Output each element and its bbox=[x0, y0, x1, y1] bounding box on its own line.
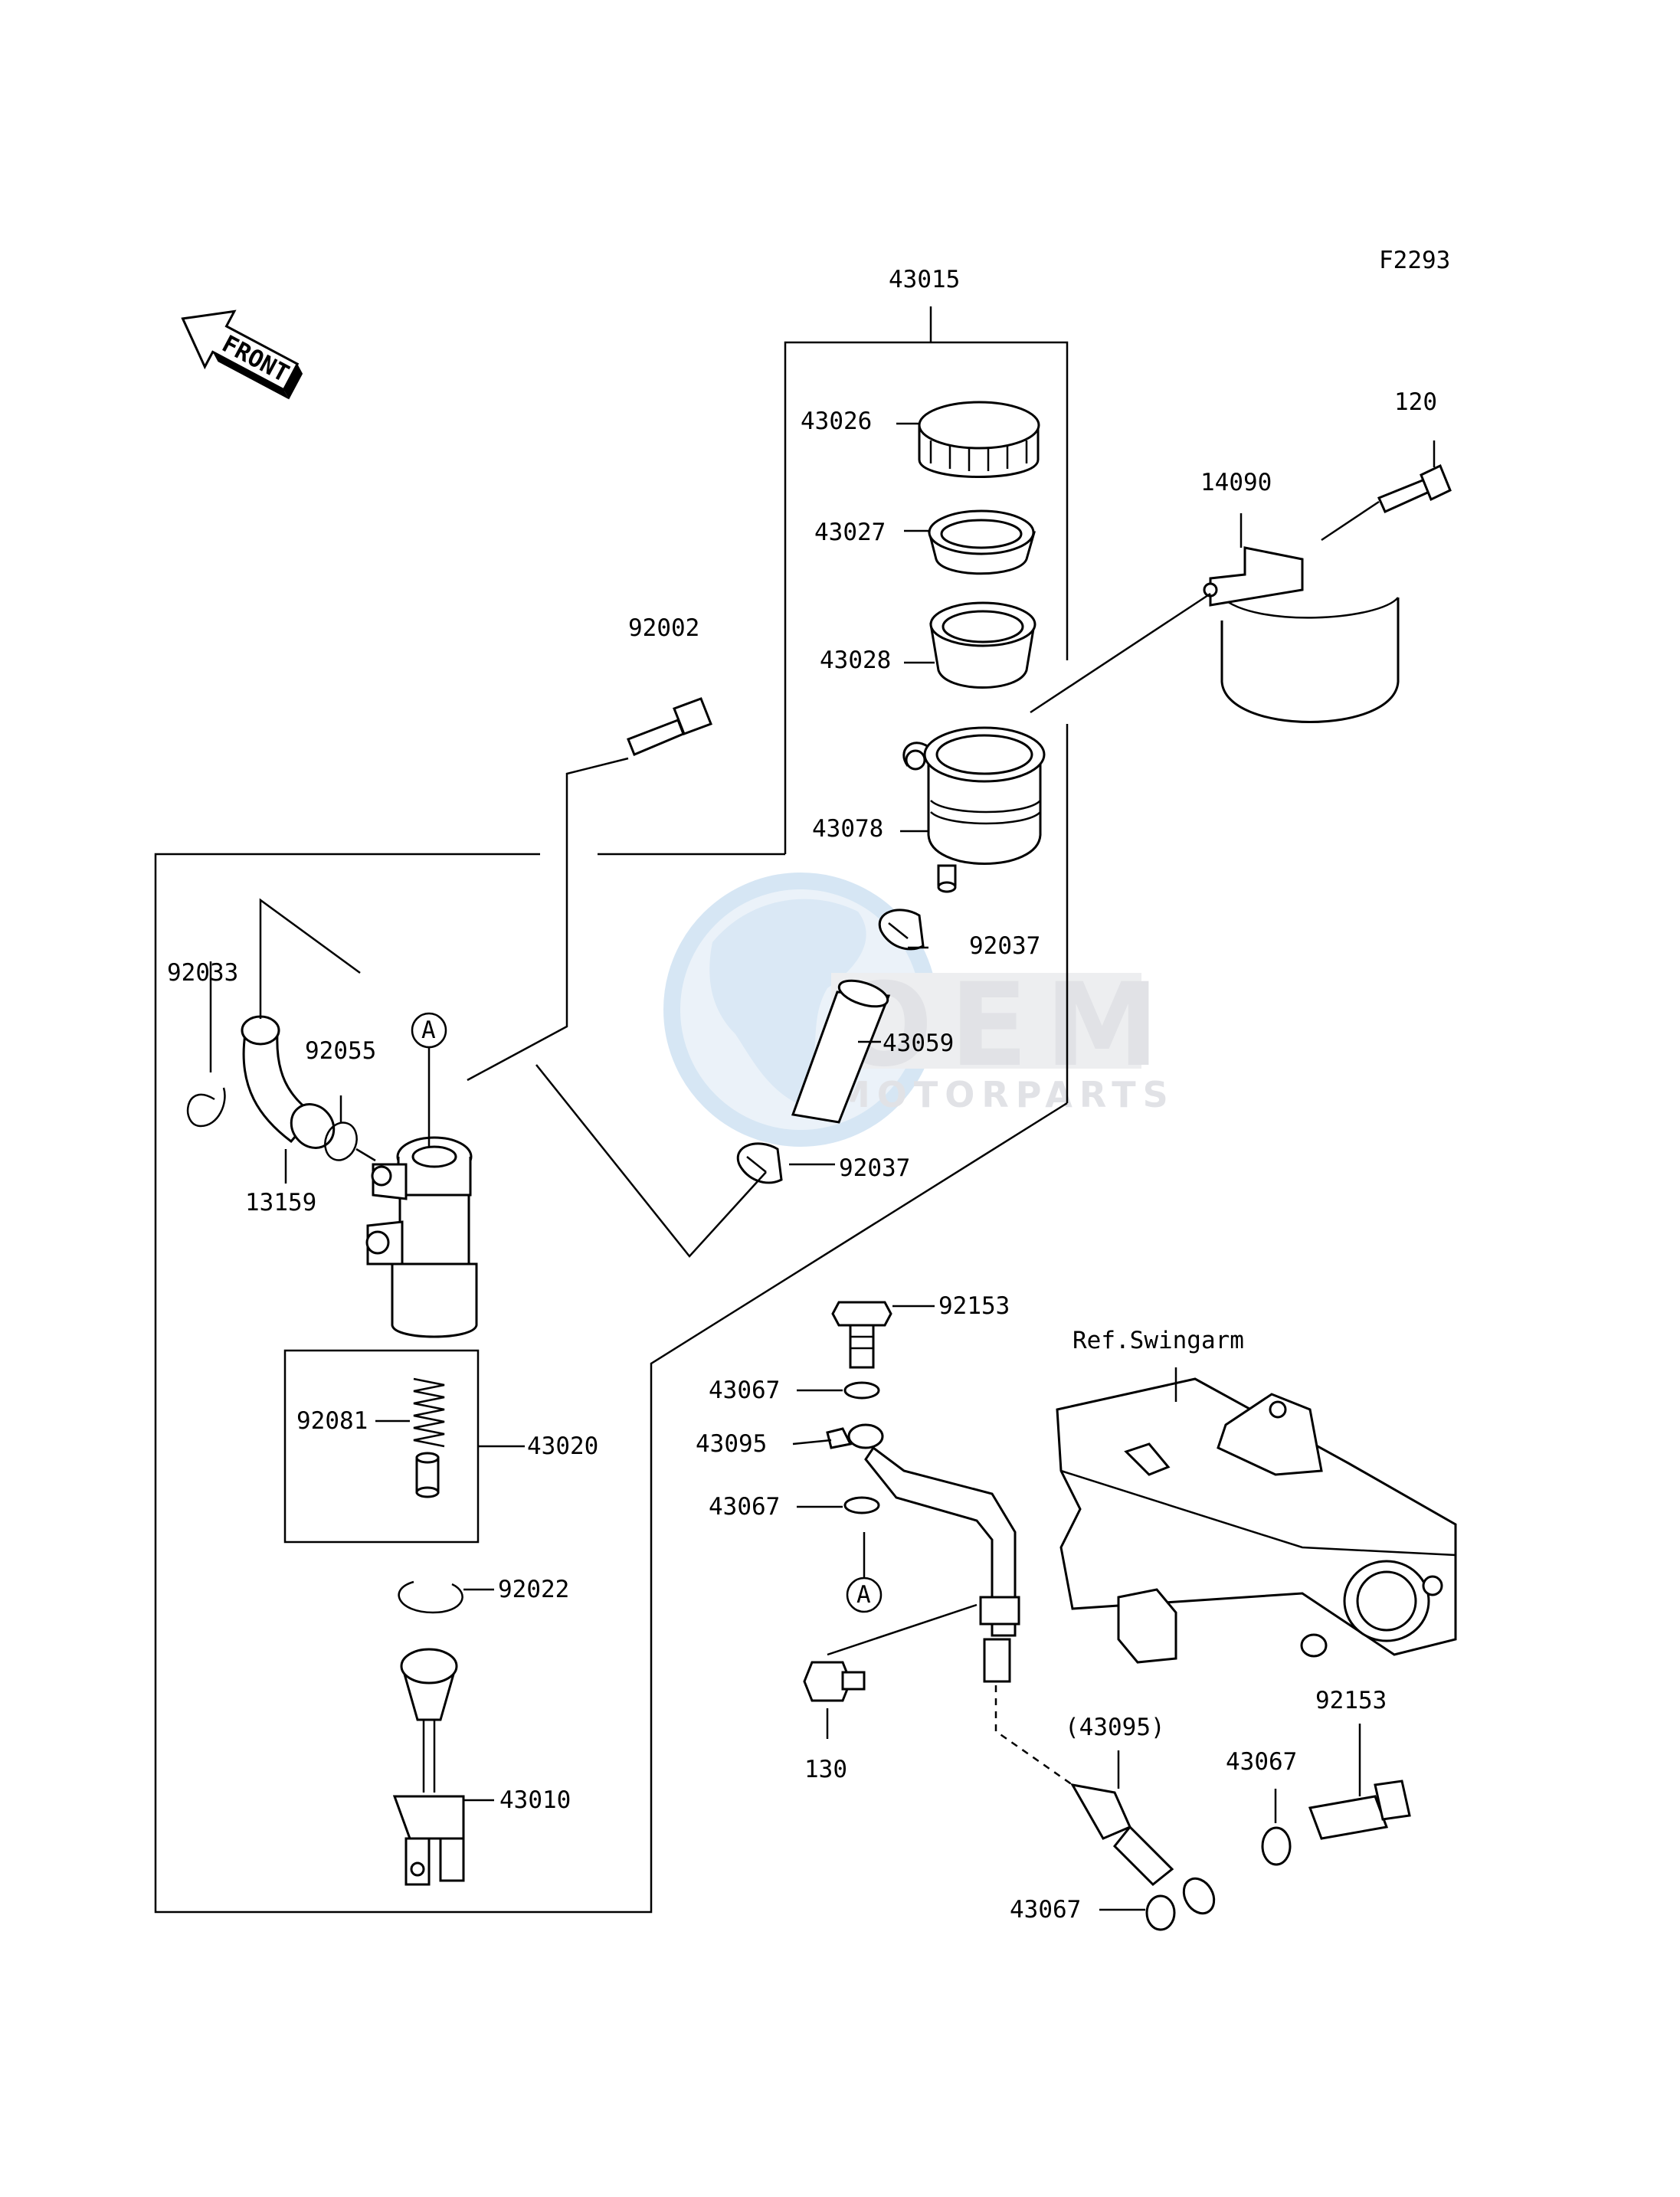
hose-clamp-bottom bbox=[736, 1142, 783, 1184]
circlip-92033 bbox=[186, 1087, 226, 1128]
label-43067-d: 43067 bbox=[1010, 1896, 1081, 1924]
label-14090: 14090 bbox=[1200, 469, 1272, 496]
spring-group-box bbox=[283, 1349, 480, 1544]
label-43015: 43015 bbox=[889, 266, 960, 293]
reservoir-tank bbox=[902, 726, 1046, 893]
label-43067-a: 43067 bbox=[709, 1377, 780, 1404]
callout-a-top: A bbox=[411, 1012, 447, 1147]
brake-hose bbox=[826, 1423, 1216, 1915]
callout-a-hose: A bbox=[846, 1577, 883, 1613]
label-92033: 92033 bbox=[167, 959, 238, 987]
watermark-main: OEM bbox=[835, 959, 1176, 1092]
circlip-92022 bbox=[398, 1580, 463, 1614]
label-43026: 43026 bbox=[801, 408, 872, 435]
callout-a-top-label: A bbox=[421, 1017, 436, 1044]
washer-43067-c bbox=[1261, 1826, 1292, 1866]
reservoir-hose bbox=[791, 979, 891, 1124]
label-43095: 43095 bbox=[696, 1430, 767, 1458]
o-ring-92055 bbox=[324, 1121, 358, 1161]
label-92153-top: 92153 bbox=[938, 1292, 1010, 1320]
watermark: OEM MOTORPARTS bbox=[663, 873, 1176, 1147]
label-43027: 43027 bbox=[814, 519, 886, 546]
label-92081: 92081 bbox=[296, 1407, 368, 1435]
label-92022: 92022 bbox=[498, 1576, 569, 1603]
label-92055: 92055 bbox=[305, 1037, 376, 1065]
label-43095-ref: (43095) bbox=[1065, 1714, 1165, 1741]
label-43078: 43078 bbox=[812, 815, 883, 843]
label-43020: 43020 bbox=[527, 1432, 598, 1460]
label-92002: 92002 bbox=[628, 614, 699, 642]
bleed-bolt-92153-top bbox=[831, 1301, 892, 1369]
washer-43067-d bbox=[1145, 1894, 1176, 1931]
banjo-fitting bbox=[241, 1015, 336, 1149]
label-120: 120 bbox=[1394, 388, 1437, 416]
hose-clamp-top bbox=[878, 909, 925, 951]
watermark-letter-box bbox=[831, 973, 1141, 1069]
bolt-130 bbox=[803, 1661, 866, 1702]
watermark-sub: MOTORPARTS bbox=[835, 1074, 1175, 1115]
label-92037-top: 92037 bbox=[969, 932, 1040, 960]
bleed-bolt-92153-right bbox=[1308, 1780, 1411, 1840]
push-rod bbox=[392, 1648, 465, 1886]
label-43028: 43028 bbox=[820, 647, 891, 674]
label-43067-c: 43067 bbox=[1226, 1748, 1297, 1776]
callout-a-hose-label: A bbox=[856, 1581, 871, 1609]
piston-cup bbox=[415, 1452, 440, 1498]
washer-43067-b bbox=[843, 1496, 880, 1514]
master-cylinder bbox=[365, 1136, 478, 1338]
label-43067-b: 43067 bbox=[709, 1493, 780, 1521]
figure-code: F2293 bbox=[1379, 247, 1450, 274]
label-43010: 43010 bbox=[499, 1786, 571, 1814]
diaphragm-plate bbox=[928, 509, 1036, 575]
spring-92081 bbox=[413, 1377, 445, 1448]
label-92037-bottom: 92037 bbox=[839, 1154, 910, 1182]
bolt-120 bbox=[1377, 463, 1452, 513]
label-43059: 43059 bbox=[883, 1030, 954, 1057]
bolt-92002 bbox=[627, 697, 712, 756]
reservoir-guard bbox=[1203, 546, 1400, 723]
reservoir-cap bbox=[918, 401, 1040, 478]
diaphragm bbox=[929, 601, 1036, 689]
label-92153-right: 92153 bbox=[1315, 1687, 1387, 1714]
washer-43067-a bbox=[843, 1381, 880, 1400]
front-arrow-icon: FRONT bbox=[181, 309, 303, 400]
swingarm bbox=[1056, 1377, 1457, 1664]
label-130: 130 bbox=[804, 1756, 847, 1783]
leader-lines bbox=[209, 422, 1436, 1911]
label-13159: 13159 bbox=[245, 1189, 316, 1216]
reference-label: Ref.Swingarm bbox=[1073, 1327, 1244, 1354]
